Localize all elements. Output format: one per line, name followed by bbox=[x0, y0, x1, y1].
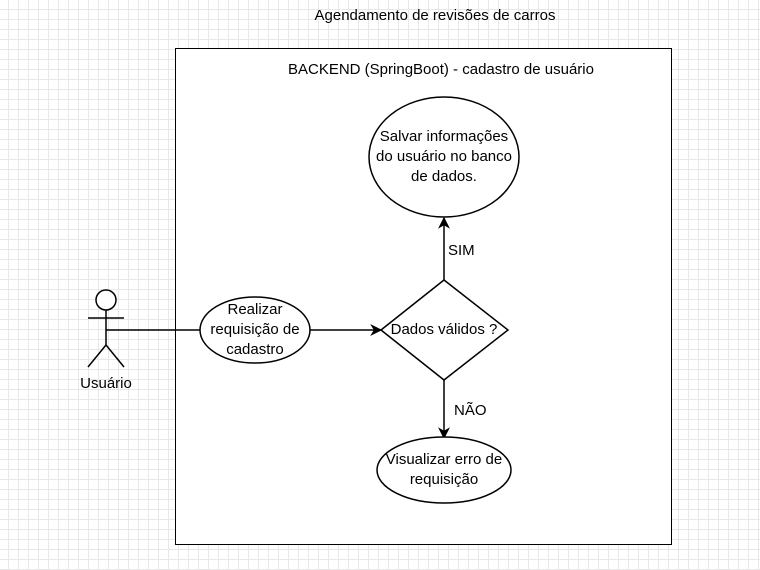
system-title: BACKEND (SpringBoot) - cadastro de usuár… bbox=[288, 61, 594, 78]
edge-label-sim: SIM bbox=[446, 242, 477, 259]
error-usecase-ellipse[interactable] bbox=[376, 436, 512, 504]
actor-usuario[interactable] bbox=[87, 289, 125, 368]
save-usecase-ellipse[interactable] bbox=[368, 96, 520, 218]
actor-label: Usuário bbox=[80, 375, 132, 392]
decision-label: Dados válidos ? bbox=[390, 321, 498, 338]
save-label: Salvar informações do usuário no banco d… bbox=[376, 128, 512, 185]
edge-label-nao: NÃO bbox=[452, 402, 489, 419]
actor-right-leg bbox=[105, 344, 125, 368]
error-label: Visualizar erro de requisição bbox=[385, 451, 503, 488]
actor-left-leg bbox=[87, 344, 107, 368]
diagram-title: Agendamento de revisões de carros bbox=[314, 7, 556, 24]
actor-head bbox=[95, 289, 117, 311]
request-label: Realizar requisição de cadastro bbox=[210, 301, 300, 358]
